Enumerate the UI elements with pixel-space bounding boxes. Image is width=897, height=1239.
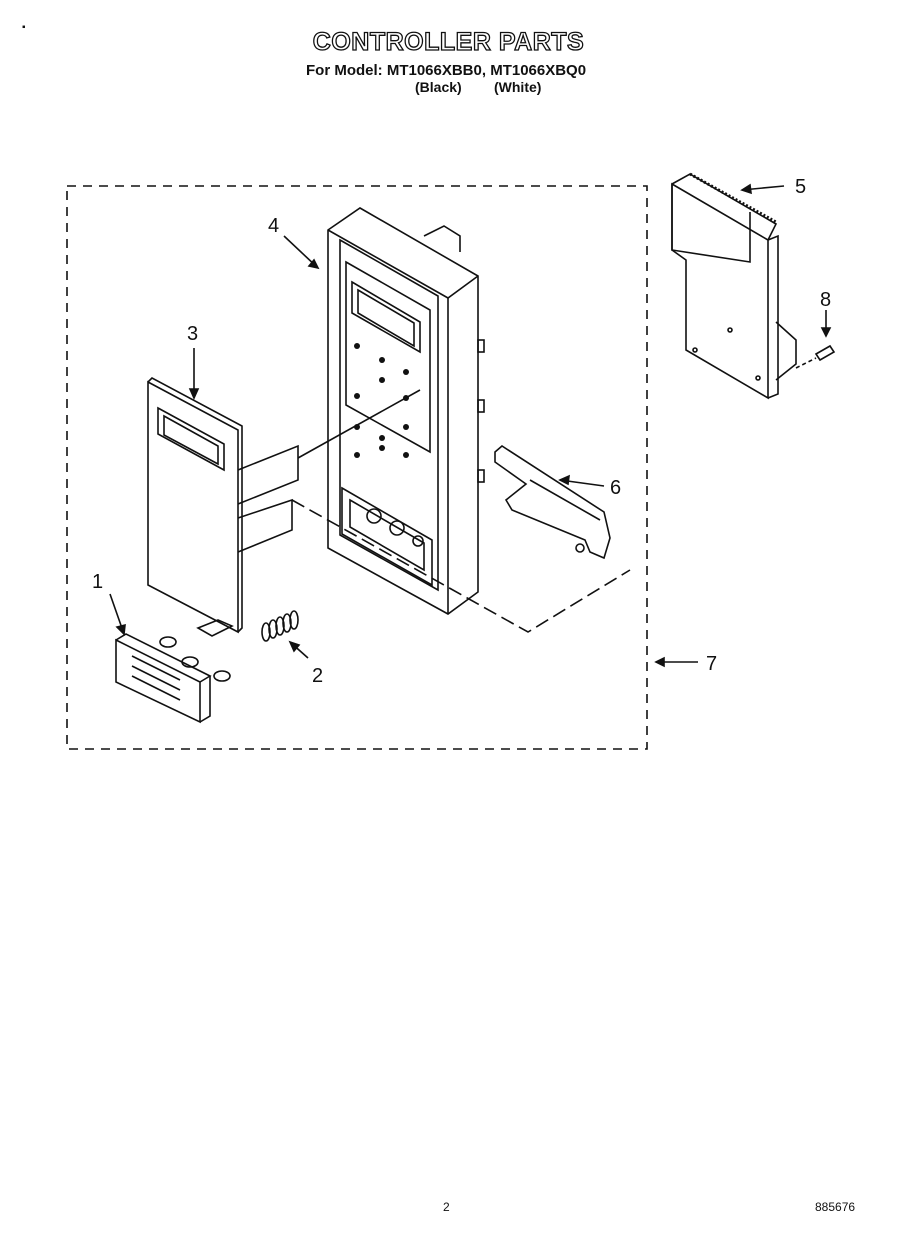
assembly-boundary (66, 185, 648, 750)
callout-6: 6 (610, 477, 621, 499)
part-8-screw (795, 344, 836, 369)
part-1-door-button (115, 633, 231, 724)
callout-4: 4 (268, 215, 279, 237)
model-subtitle: For Model: MT1066XBB0, MT1066XBQ0 (306, 62, 587, 79)
leader-lines (109, 183, 832, 668)
part-5-control-board (671, 172, 797, 400)
part-6-bracket (494, 445, 611, 560)
callout-1: 1 (92, 571, 103, 593)
assembly-guide-line-bracket (291, 499, 631, 633)
part-4-control-panel (327, 207, 485, 615)
page-number: 2 (443, 1200, 450, 1214)
page-title: CONTROLLER PARTS (312, 27, 585, 56)
callout-8: 8 (820, 289, 831, 311)
callout-7: 7 (706, 653, 717, 675)
part-2-spring (261, 610, 299, 642)
variant-white-label: (White) (494, 79, 542, 95)
callout-2: 2 (312, 665, 323, 687)
assembly-guide-line-keypad (297, 389, 421, 459)
part-3-membrane-keypad (147, 377, 299, 637)
callout-3: 3 (187, 323, 198, 345)
callout-5: 5 (795, 176, 806, 198)
corner-mark: ▪ (22, 22, 26, 33)
document-number: 885676 (815, 1200, 856, 1214)
variant-black-label: (Black) (415, 79, 462, 95)
